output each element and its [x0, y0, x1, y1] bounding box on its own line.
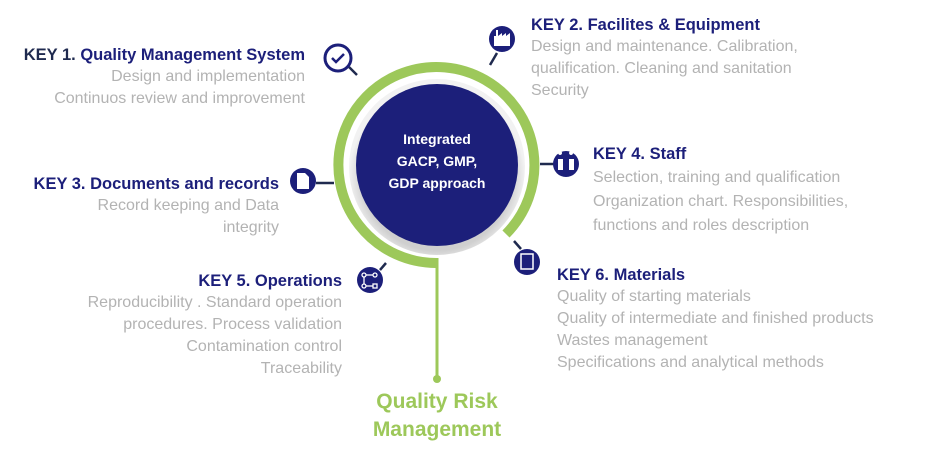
- key-2-block: KEY 2. Facilites & Equipment Design and …: [531, 14, 798, 102]
- key-4-block: KEY 4. Staff Selection, training and qua…: [593, 142, 848, 238]
- key-desc: procedures. Process validation: [123, 316, 342, 333]
- key-5-title: KEY 5. Operations: [88, 270, 342, 292]
- qrm-line: Management: [372, 418, 502, 441]
- green-ring-arc: [333, 62, 540, 269]
- key-number: KEY 5.: [198, 272, 251, 290]
- magnifier-check-icon: [323, 43, 353, 73]
- key-3-title: KEY 3. Documents and records: [34, 173, 279, 195]
- key-desc: Quality of starting materials: [557, 288, 751, 305]
- process-flow-icon: [357, 267, 383, 293]
- key-title: Quality Management System: [80, 46, 305, 64]
- key-desc: qualification. Cleaning and sanitation: [531, 60, 792, 77]
- key-1-title: KEY 1. Quality Management System: [24, 44, 305, 66]
- risk-connector-dot: [433, 375, 441, 383]
- key-desc: Design and implementation: [111, 68, 305, 85]
- quality-risk-management-label: Quality Risk Management: [337, 388, 537, 444]
- key-title: Materials: [613, 266, 686, 284]
- center-circle: [356, 84, 518, 246]
- key-title: Staff: [649, 145, 687, 163]
- key-desc: Reproducibility . Standard operation: [87, 294, 342, 311]
- key-desc: Wastes management: [557, 332, 708, 349]
- key-6-block: KEY 6. Materials Quality of starting mat…: [557, 264, 874, 374]
- key-title: Documents and records: [90, 175, 279, 193]
- key-desc: Specifications and analytical methods: [557, 354, 824, 371]
- key-1-block: KEY 1. Quality Management System Design …: [24, 44, 305, 110]
- key-number: KEY 2.: [531, 16, 583, 34]
- key-desc: Organization chart. Responsibilities,: [593, 193, 849, 210]
- key-desc: Quality of intermediate and finished pro…: [557, 310, 874, 327]
- center-label: Integrated GACP, GMP, GDP approach: [357, 128, 517, 194]
- key-desc: functions and roles description: [593, 217, 810, 234]
- key-4-title: KEY 4. Staff: [593, 142, 848, 166]
- key-desc: integrity: [222, 219, 279, 236]
- center-line: GDP approach: [388, 175, 486, 191]
- key-title: Operations: [254, 272, 342, 290]
- key-number: KEY 1.: [23, 46, 76, 64]
- key-desc: Continuos review and improvement: [54, 90, 305, 107]
- key-number: KEY 4.: [593, 145, 645, 163]
- key-5-block: KEY 5. Operations Reproducibility . Stan…: [88, 270, 342, 380]
- key-desc: Selection, training and qualification: [593, 169, 841, 186]
- key-title: Facilites & Equipment: [587, 16, 760, 34]
- qrm-line: Quality Risk: [376, 390, 498, 413]
- key-desc: Design and maintenance. Calibration,: [531, 38, 798, 55]
- center-line: Integrated: [403, 131, 471, 147]
- key-number: KEY 6.: [557, 266, 609, 284]
- key-desc: Traceability: [260, 360, 342, 377]
- key-number: KEY 3.: [33, 175, 86, 193]
- key-desc: Record keeping and Data: [97, 197, 279, 214]
- key-desc: Security: [531, 82, 589, 99]
- key-3-block: KEY 3. Documents and records Record keep…: [34, 173, 279, 239]
- materials-bag-icon: [514, 249, 540, 275]
- key-6-title: KEY 6. Materials: [557, 264, 874, 286]
- key-2-title: KEY 2. Facilites & Equipment: [531, 14, 798, 36]
- center-line: GACP, GMP,: [396, 153, 478, 169]
- key-desc: Contamination control: [186, 338, 342, 355]
- people-icon: [553, 151, 579, 177]
